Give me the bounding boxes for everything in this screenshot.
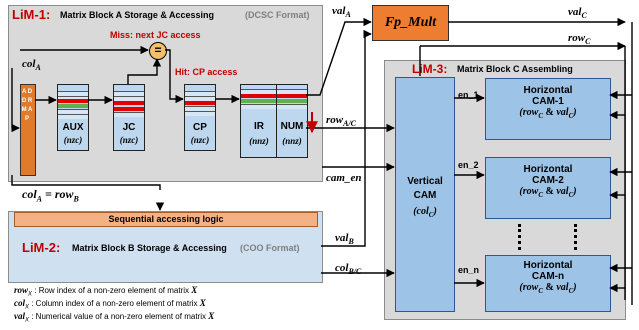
val-a-label: valA bbox=[332, 5, 351, 20]
horizontal-cam-1: Horizontal CAM-1 (rowC & valC) bbox=[485, 78, 611, 140]
legend-col: colX : Column index of a non-zero elemen… bbox=[14, 298, 206, 311]
en-2-label: en_2 bbox=[458, 160, 479, 170]
lim1-format: (DCSC Format) bbox=[245, 10, 310, 20]
lim3-title: Matrix Block C Assembling bbox=[457, 64, 573, 74]
cp-array: CP (nzc) bbox=[184, 84, 216, 151]
legend-row: rowX : Row index of a non-zero element o… bbox=[14, 285, 198, 298]
jc-size: (nzc) bbox=[119, 135, 139, 145]
horizontal-cam-2: Horizontal CAM-2 (rowC & valC) bbox=[485, 157, 611, 219]
col-a-label: colA bbox=[22, 58, 41, 73]
hcamn-line1: Horizontal bbox=[523, 260, 573, 271]
comparator-symbol: = bbox=[154, 43, 162, 57]
col-eq-row-label: colA = rowB bbox=[22, 187, 79, 204]
hcam2-line2: CAM-2 bbox=[532, 175, 564, 186]
hcam1-line2: CAM-1 bbox=[532, 96, 564, 107]
en-1-label: en_1 bbox=[458, 90, 479, 100]
ir-array: IR (nnz) bbox=[240, 84, 278, 158]
cam-en-label: cam_en bbox=[326, 172, 362, 184]
sequential-logic-bar: Sequential accessing logic bbox=[14, 212, 318, 227]
num-array: NUM (nnz) bbox=[276, 84, 308, 158]
num-label: NUM bbox=[280, 121, 304, 132]
hcam1-content: (rowC & valC) bbox=[519, 107, 577, 120]
vertical-cam-line2: CAM bbox=[413, 190, 437, 201]
horizontal-cam-n: Horizontal CAM-n (rowC & valC) bbox=[485, 255, 611, 312]
hcam1-line1: Horizontal bbox=[523, 85, 573, 96]
vertical-cam: Vertical CAM (colC) bbox=[395, 77, 455, 312]
hcam2-line1: Horizontal bbox=[523, 164, 573, 175]
ellipsis-dots-left bbox=[518, 224, 521, 250]
lim1-tag: LiM-1: bbox=[12, 7, 51, 22]
row-c-label: rowC bbox=[568, 32, 591, 47]
hcamn-line2: CAM-n bbox=[531, 271, 565, 282]
lim3-tag: LiM-3: bbox=[412, 62, 448, 76]
lim2-tag: LiM-2: bbox=[22, 240, 61, 255]
row-ac-label: rowA/C bbox=[326, 114, 357, 129]
lim2-title: Matrix Block B Storage & Accessing bbox=[72, 243, 227, 253]
aux-array: AUX (nzc) bbox=[57, 84, 89, 151]
miss-label: Miss: next JC access bbox=[110, 30, 201, 40]
ir-size: (nnz) bbox=[249, 136, 269, 146]
lim1-title: Matrix Block A Storage & Accessing bbox=[60, 10, 215, 20]
ellipsis-dots-right bbox=[574, 224, 577, 250]
col-bc-label: colB/C bbox=[335, 262, 362, 277]
val-c-label: valC bbox=[568, 6, 587, 21]
legend-val: valX : Numerical value of a non-zero ele… bbox=[14, 311, 215, 324]
ir-label: IR bbox=[254, 121, 264, 132]
aux-size: (nzc) bbox=[63, 135, 83, 145]
vertical-cam-line3: (colC) bbox=[413, 206, 437, 219]
hcamn-content: (rowC & valC) bbox=[519, 282, 577, 295]
fp-mult-block: Fp_Mult bbox=[372, 5, 449, 41]
aux-label: AUX bbox=[62, 122, 84, 133]
vertical-cam-line1: Vertical bbox=[407, 176, 443, 187]
jc-array: JC (nzc) bbox=[113, 84, 145, 151]
en-n-label: en_n bbox=[458, 265, 480, 275]
cp-size: (nzc) bbox=[190, 135, 210, 145]
val-b-label: valB bbox=[335, 232, 354, 247]
num-size: (nnz) bbox=[282, 136, 302, 146]
hcam2-content: (rowC & valC) bbox=[519, 186, 577, 199]
addr-map-label: A D D R M A P bbox=[21, 89, 33, 122]
lim2-format: (COO Format) bbox=[240, 243, 300, 253]
jc-label: JC bbox=[122, 122, 136, 133]
cp-label: CP bbox=[193, 122, 207, 133]
hit-label: Hit: CP access bbox=[175, 67, 238, 77]
addr-map-block bbox=[20, 84, 36, 176]
